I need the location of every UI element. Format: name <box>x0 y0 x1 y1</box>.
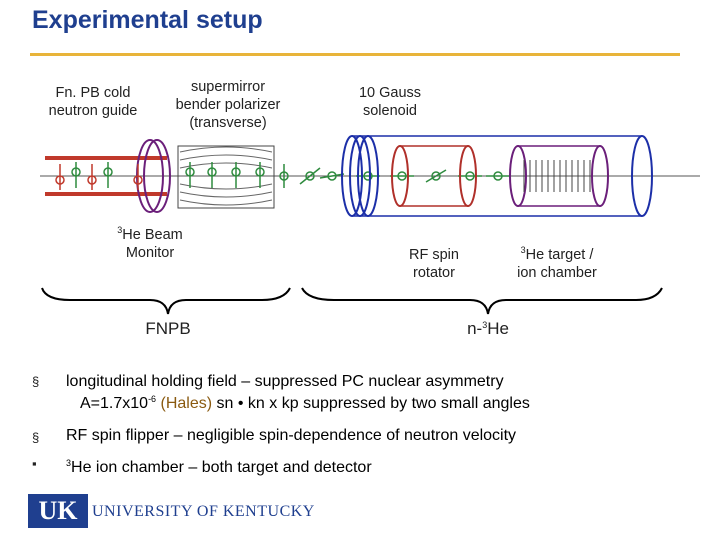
bullet-asymmetry-detail: A=1.7x10-6 (Hales) sn • kn x kp suppress… <box>80 394 530 413</box>
bullet-marker: § <box>32 430 40 445</box>
beam-monitor-label: 3He Beam Monitor <box>117 225 183 262</box>
fnpb-brace <box>41 287 291 315</box>
chamber-plates <box>523 160 591 192</box>
slide-title: Experimental setup <box>32 6 263 34</box>
rf-rotator <box>391 145 477 207</box>
uk-logo: UK <box>28 494 88 528</box>
guide-top-rail <box>45 156 167 160</box>
fnpb-group-label: FNPB <box>145 319 191 338</box>
n3he-group-label: n-3He <box>467 319 509 338</box>
spin-markers <box>55 162 510 190</box>
n3he-brace <box>301 287 663 315</box>
bullet-ion-chamber: 3He ion chamber – both target and detect… <box>66 458 372 477</box>
beam-monitor-ring-back <box>143 139 171 213</box>
bullet-marker: ▪ <box>32 456 37 471</box>
bullet-holding-field: longitudinal holding field – suppressed … <box>66 373 504 390</box>
guide-bottom-rail <box>45 192 167 196</box>
solenoid-coils <box>341 135 653 217</box>
target-label: 3He target / ion chamber <box>517 245 597 282</box>
university-name: UNIVERSITY OF KENTUCKY <box>92 503 315 520</box>
polarizer-bender <box>177 145 275 209</box>
group-braces <box>41 287 663 315</box>
bullet-rf-flipper: RF spin flipper – negligible spin-depend… <box>66 427 517 444</box>
beamline-diagram <box>40 135 700 217</box>
bullet-marker: § <box>32 374 40 389</box>
title-underline <box>30 53 680 56</box>
target-chamber <box>509 145 609 207</box>
